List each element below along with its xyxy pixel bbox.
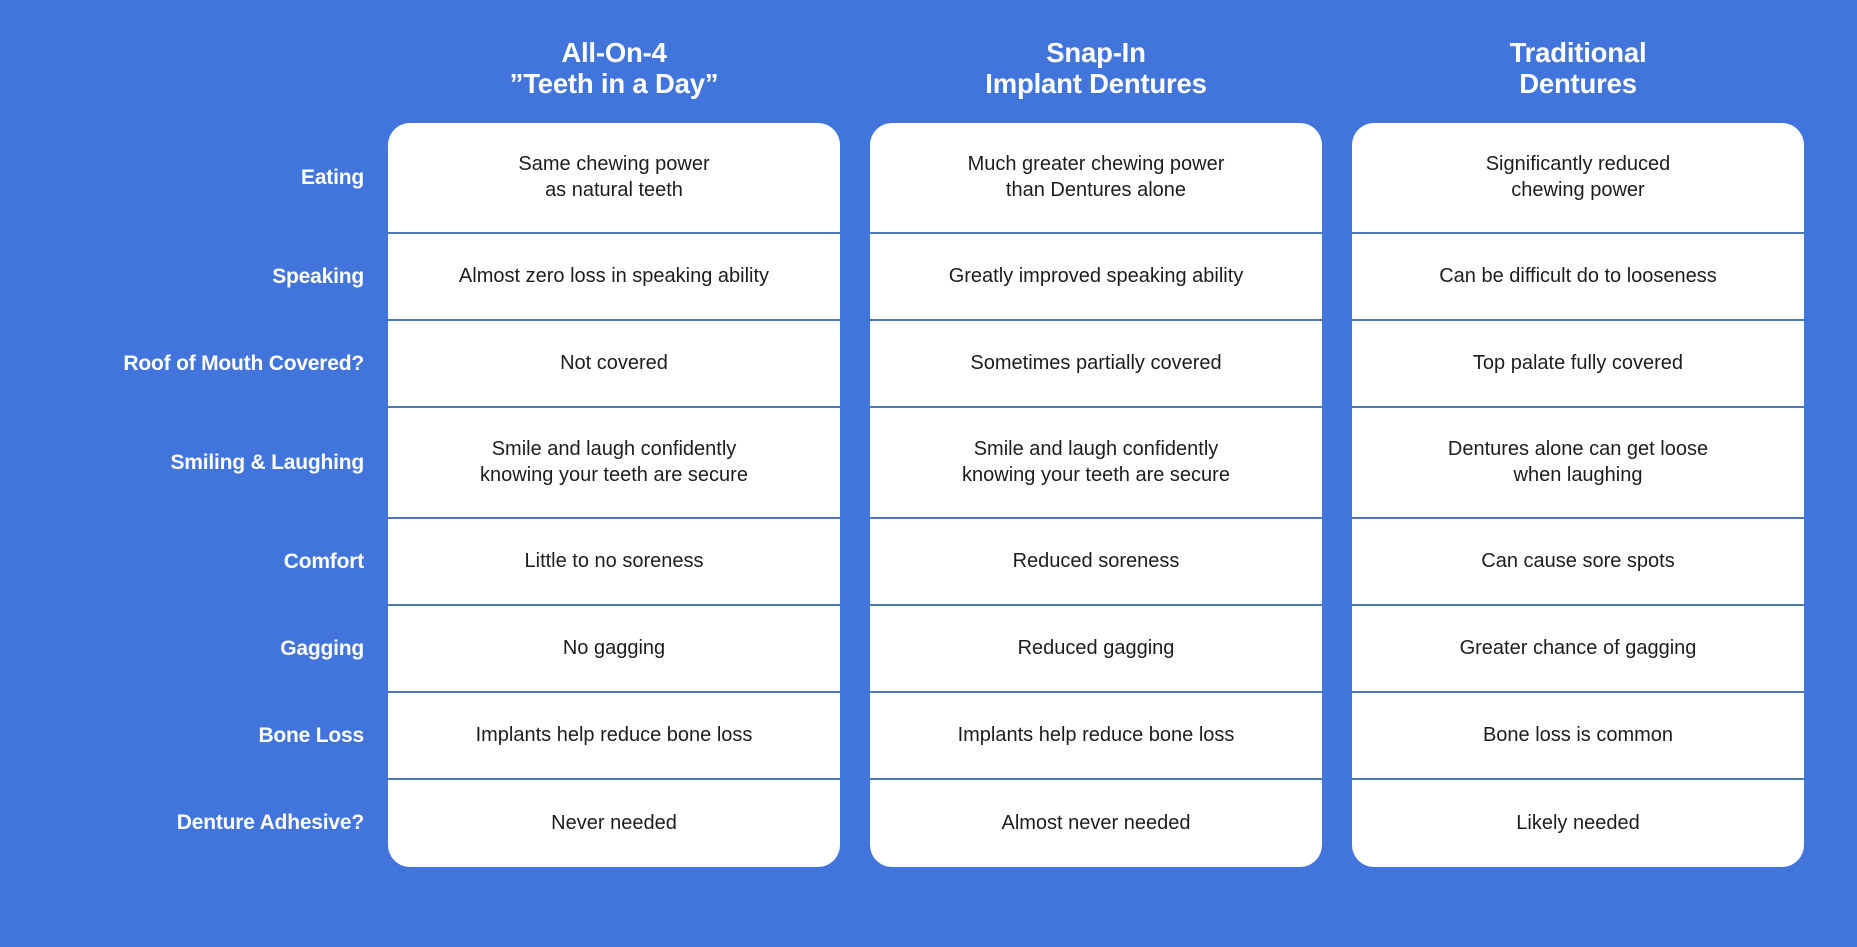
cell-eating-traditional: Significantly reduced chewing power — [1352, 123, 1804, 234]
header-spacer — [0, 37, 388, 123]
row-label-smiling-laughing: Smiling & Laughing — [170, 451, 364, 475]
cell-denture-adhesive-snap-in: Almost never needed — [1001, 811, 1191, 834]
cell-speaking-traditional: Can be difficult do to looseness — [1352, 234, 1804, 321]
cell-denture-adhesive-traditional: Likely needed — [1516, 811, 1640, 834]
cell-denture-adhesive-all-on-4: Never needed — [551, 811, 677, 834]
cell-bone-loss-traditional: Bone loss is common — [1352, 693, 1804, 780]
cell-gagging-traditional: Greater chance of gagging — [1352, 606, 1804, 693]
column-header-traditional-dentures: Traditional Dentures — [1509, 37, 1647, 100]
cell-speaking-all-on-4: Almost zero loss in speaking ability — [388, 234, 840, 321]
cell-gagging-snap-in: Reduced gagging — [870, 606, 1322, 693]
cell-comfort-all-on-4: Little to no soreness — [388, 519, 840, 606]
cell-smiling-laughing-snap-in: Smile and laugh confidently knowing your… — [870, 408, 1322, 519]
cell-bone-loss-all-on-4: Implants help reduce bone loss — [388, 693, 840, 780]
column-header-snap-in-implant-dentures: Snap-In Implant Dentures — [985, 37, 1207, 100]
row-label-denture-adhesive: Denture Adhesive? — [176, 811, 364, 835]
cell-comfort-traditional: Can cause sore spots — [1352, 519, 1804, 606]
cell-bone-loss-snap-in: Implants help reduce bone loss — [870, 693, 1322, 780]
cell-smiling-laughing-traditional: Dentures alone can get loose when laughi… — [1352, 408, 1804, 519]
cell-comfort-snap-in: Reduced soreness — [870, 519, 1322, 606]
cell-smiling-laughing-all-on-4: Smile and laugh confidently knowing your… — [388, 408, 840, 519]
comparison-card-snap-in-implant-dentures: Much greater chewing power than Dentures… — [870, 122, 1322, 867]
cell-roof-of-mouth-covered-snap-in: Sometimes partially covered — [870, 321, 1322, 408]
column-header-all-on-4: All-On-4 ”Teeth in a Day” — [509, 37, 719, 100]
cell-roof-of-mouth-covered-traditional: Top palate fully covered — [1352, 321, 1804, 408]
row-label-bone-loss: Bone Loss — [258, 724, 364, 748]
cell-eating-all-on-4: Same chewing power as natural teeth — [388, 123, 840, 234]
cell-eating-snap-in: Much greater chewing power than Dentures… — [870, 123, 1322, 234]
cell-roof-of-mouth-covered-all-on-4: Not covered — [388, 321, 840, 408]
row-label-comfort: Comfort — [283, 550, 364, 574]
row-label-gagging: Gagging — [280, 637, 364, 661]
row-label-eating: Eating — [301, 166, 364, 190]
row-label-speaking: Speaking — [272, 265, 364, 289]
cell-gagging-all-on-4: No gagging — [388, 606, 840, 693]
cell-speaking-snap-in: Greatly improved speaking ability — [870, 234, 1322, 321]
comparison-grid: All-On-4 ”Teeth in a Day” Snap-In Implan… — [0, 37, 1857, 867]
row-label-roof-of-mouth-covered: Roof of Mouth Covered? — [123, 352, 364, 376]
